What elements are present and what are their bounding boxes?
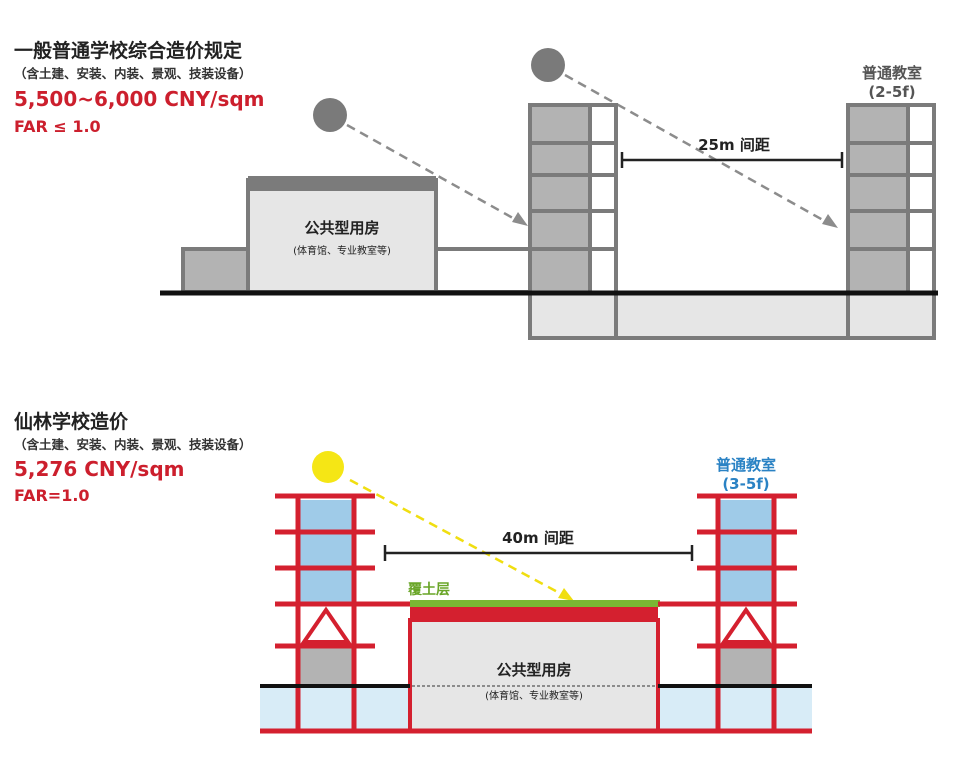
sun-ray-yellow-arrow	[558, 588, 574, 601]
bottom-title: 仙林学校造价	[14, 410, 129, 433]
bottom-diagram: 仙林学校造价 （含土建、安装、内装、景观、技装设备） 5,276 CNY/sqm…	[14, 410, 812, 734]
bottom-distance-label: 40m 间距	[502, 529, 574, 547]
sun-ray-yellow	[349, 478, 566, 598]
top-classroom-label: 普通教室	[862, 64, 922, 82]
sun-icon-gray-right	[531, 48, 565, 82]
bottom-right-tower	[697, 493, 797, 731]
sun-ray-right	[564, 73, 831, 226]
bottom-soil-layer-label: 覆土层	[408, 581, 450, 598]
top-public-building-roof	[248, 176, 436, 191]
bottom-public-building-label: 公共型用房	[496, 661, 571, 679]
top-left-tower	[528, 103, 618, 295]
top-distance-label: 25m 间距	[698, 136, 770, 154]
bottom-distance-dimension: 40m 间距	[383, 529, 694, 561]
sun-ray-left	[346, 123, 521, 224]
bottom-far: FAR=1.0	[14, 486, 90, 505]
top-scope: （含土建、安装、内装、景观、技装设备）	[14, 66, 252, 81]
sun-icon-gray-left	[313, 98, 347, 132]
top-classroom-floors: (2-5f)	[868, 83, 915, 101]
bottom-left-tower	[275, 493, 375, 731]
bottom-classroom-label: 普通教室	[716, 456, 776, 474]
bottom-scope: （含土建、安装、内装、景观、技装设备）	[14, 437, 252, 452]
top-public-building-label: 公共型用房	[304, 219, 379, 237]
bottom-public-building-roof	[410, 606, 658, 622]
sun-icon-yellow	[312, 451, 344, 483]
sun-ray-right-arrow	[822, 214, 838, 228]
top-far: FAR ≤ 1.0	[14, 117, 101, 136]
top-cost: 5,500~6,000 CNY/sqm	[14, 87, 265, 111]
top-basement	[528, 291, 936, 340]
top-title: 一般普通学校综合造价规定	[14, 39, 242, 62]
sun-ray-left-arrow	[512, 212, 528, 226]
bottom-cost: 5,276 CNY/sqm	[14, 457, 185, 481]
top-connector	[434, 247, 532, 294]
top-right-tower	[846, 103, 936, 295]
top-diagram: 一般普通学校综合造价规定 （含土建、安装、内装、景观、技装设备） 5,500~6…	[14, 39, 938, 340]
bottom-public-building-note: (体育馆、专业教室等)	[485, 689, 583, 702]
top-distance-dimension: 25m 间距	[620, 136, 844, 168]
top-public-building-note: (体育馆、专业教室等)	[293, 244, 391, 257]
bottom-classroom-floors: (3-5f)	[722, 475, 769, 493]
top-public-building	[246, 178, 438, 294]
bottom-soil-layer	[410, 600, 660, 607]
top-low-block	[181, 247, 251, 294]
